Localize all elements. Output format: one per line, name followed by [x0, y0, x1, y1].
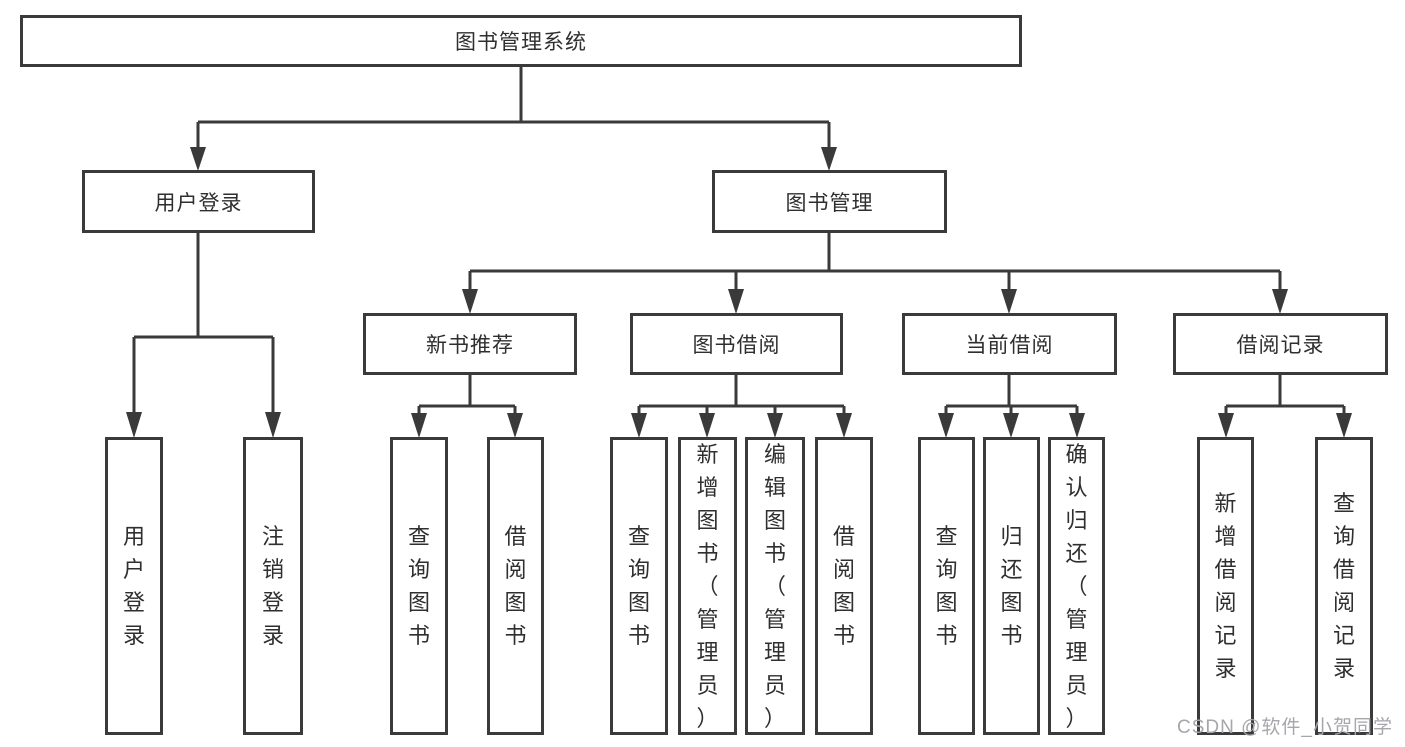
node-book-borrow-label: 图书借阅: [692, 334, 781, 357]
leaf-query-book-recommend: 查询图书: [390, 437, 448, 735]
csdn-watermark: CSDN @软件_小贺同学: [1177, 717, 1393, 738]
leaf-user-login: 用户登录: [105, 437, 163, 735]
node-user-login: 用户登录: [82, 170, 315, 233]
connector-user-login-to-leaves: [126, 233, 281, 438]
node-new-book-recommend-label: 新书推荐: [426, 334, 514, 357]
node-book-borrow: 图书借阅: [630, 313, 843, 375]
node-book-management: 图书管理: [712, 170, 947, 233]
node-new-book-recommend: 新书推荐: [363, 313, 577, 375]
connector-book-management-to-level3: [462, 233, 1288, 314]
leaf-borrow-book-recommend: 借阅图书: [487, 437, 544, 735]
leaf-edit-book-admin: 编辑图书（管理员）: [745, 437, 805, 735]
leaf-add-borrow-record: 新增借阅记录: [1197, 437, 1254, 735]
leaf-confirm-return-admin: 确认归还（管理员）: [1048, 437, 1105, 735]
node-borrow-record-label: 借阅记录: [1236, 334, 1325, 357]
node-current-borrow-label: 当前借阅: [965, 334, 1054, 357]
connector-root-to-level2: [190, 67, 837, 171]
connector-new-book-to-leaves: [411, 375, 523, 438]
leaf-return-book: 归还图书: [983, 437, 1040, 735]
node-book-management-label: 图书管理: [785, 191, 874, 215]
leaf-add-book-admin: 新增图书（管理员）: [678, 437, 737, 735]
node-root: 图书管理系统: [20, 15, 1022, 67]
leaf-query-book-borrow: 查询图书: [610, 437, 668, 735]
connector-current-borrow-to-leaves: [938, 375, 1085, 438]
node-borrow-record: 借阅记录: [1173, 313, 1388, 375]
connector-book-borrow-to-leaves: [631, 375, 852, 438]
leaf-borrow-book: 借阅图书: [815, 437, 873, 735]
leaf-logout-login: 注销登录: [243, 437, 303, 735]
leaf-query-borrow-record: 查询借阅记录: [1315, 437, 1373, 735]
connector-borrow-record-to-leaves: [1218, 375, 1352, 438]
node-user-login-label: 用户登录: [154, 191, 243, 215]
node-root-label: 图书管理系统: [455, 31, 587, 54]
leaf-query-book-current: 查询图书: [918, 437, 975, 735]
node-current-borrow: 当前借阅: [902, 313, 1117, 375]
